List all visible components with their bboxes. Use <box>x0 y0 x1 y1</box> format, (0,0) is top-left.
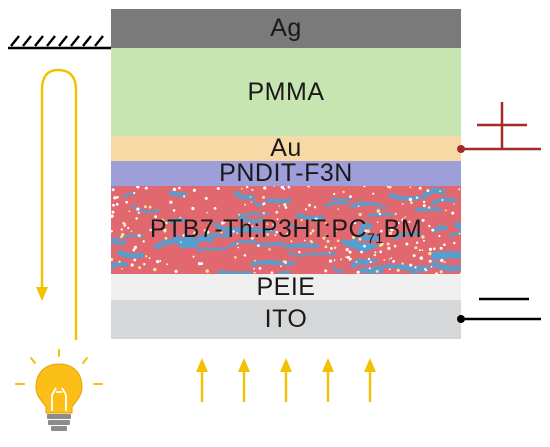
incident-arrow <box>280 358 292 402</box>
incident-arrow <box>238 358 250 402</box>
lightbulb-icon <box>15 349 103 431</box>
layer-ag: Ag <box>111 9 461 48</box>
layer-pmma: PMMA <box>111 48 461 136</box>
layer-active-blend: PTB7-Th:P3HT:PC71BM <box>111 186 461 274</box>
incident-arrow <box>322 358 334 402</box>
active-label-prefix: PTB7-Th:P3HT:PC <box>149 214 368 243</box>
ground-hatch-icon <box>8 35 111 50</box>
layer-active-label: PTB7-Th:P3HT:PC71BM <box>150 215 422 246</box>
layer-pndit-f3n: PNDIT-F3N <box>111 159 461 187</box>
incident-light-arrows <box>196 358 376 402</box>
plus-sign-icon <box>477 102 527 148</box>
layer-ito: ITO <box>111 300 461 339</box>
blend-texture <box>111 186 461 274</box>
layer-au-label: Au <box>270 134 302 162</box>
incident-arrow <box>196 358 208 402</box>
active-label-suffix: BM <box>383 214 423 243</box>
negative-terminal <box>457 297 541 323</box>
positive-terminal <box>457 102 541 153</box>
layer-ito-label: ITO <box>264 305 308 333</box>
layer-peie: PEIE <box>111 272 461 301</box>
incident-arrow <box>364 358 376 402</box>
active-label-subscript: 71 <box>367 229 384 246</box>
layer-au: Au <box>111 134 461 162</box>
light-path-arrow <box>36 68 78 340</box>
layer-pmma-label: PMMA <box>247 77 325 106</box>
layer-ag-label: Ag <box>270 14 302 42</box>
layer-pndit-f3n-label: PNDIT-F3N <box>219 159 353 187</box>
light-path-arrowhead <box>36 287 48 301</box>
layer-peie-label: PEIE <box>256 272 316 301</box>
